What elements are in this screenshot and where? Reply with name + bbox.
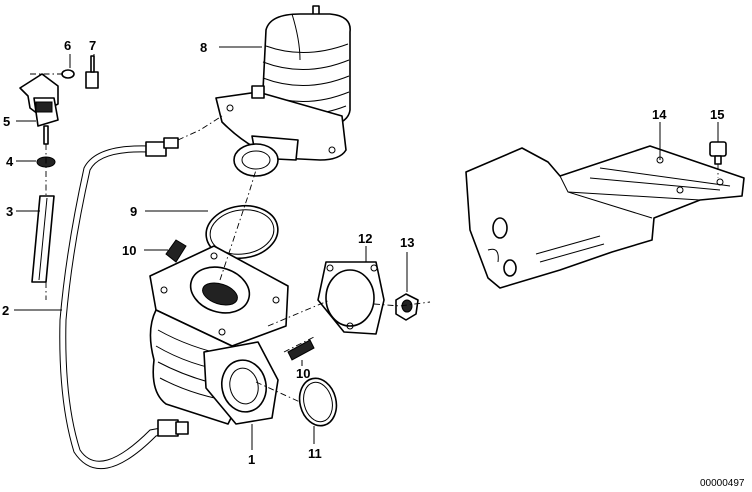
part-11-o-ring[interactable] xyxy=(295,374,342,429)
diagram-reference-number: 00000497 xyxy=(700,478,745,489)
callout-7: 7 xyxy=(89,38,96,53)
callout-10-upper: 10 xyxy=(122,243,136,258)
callout-labels: 1 2 3 4 5 6 7 8 9 10 10 11 12 13 14 15 xyxy=(2,38,724,467)
callout-4: 4 xyxy=(6,154,14,169)
callout-9: 9 xyxy=(130,204,137,219)
part-10-stud-upper[interactable] xyxy=(165,239,187,263)
assembly-centerlines xyxy=(30,73,719,403)
callout-5: 5 xyxy=(3,114,10,129)
callout-15: 15 xyxy=(710,107,724,122)
part-1-valve-housing[interactable] xyxy=(149,245,289,425)
callout-2: 2 xyxy=(2,303,9,318)
callout-11: 11 xyxy=(308,446,322,461)
callout-1: 1 xyxy=(248,452,255,467)
callout-14: 14 xyxy=(652,107,667,122)
callout-13: 13 xyxy=(400,235,414,250)
callout-6: 6 xyxy=(64,38,71,53)
part-15-screw[interactable] xyxy=(709,141,727,165)
part-7-bolt[interactable] xyxy=(85,55,99,89)
part-2-vacuum-line[interactable] xyxy=(59,137,189,470)
callout-10-lower: 10 xyxy=(296,366,310,381)
part-10-stud-lower[interactable] xyxy=(287,339,315,361)
callout-12: 12 xyxy=(358,231,372,246)
part-13-nut[interactable] xyxy=(395,293,419,321)
part-14-bracket[interactable] xyxy=(465,145,745,289)
part-9-o-ring[interactable] xyxy=(203,201,282,263)
part-6-washer[interactable] xyxy=(61,69,75,79)
part-5-valve-bracket[interactable] xyxy=(19,73,59,145)
callout-8: 8 xyxy=(200,40,207,55)
part-12-gasket[interactable] xyxy=(317,261,385,335)
part-3-vacuum-hose[interactable] xyxy=(31,195,55,283)
callout-3: 3 xyxy=(6,204,13,219)
leader-lines xyxy=(14,46,719,450)
part-8-vacuum-actuator[interactable] xyxy=(215,5,351,177)
